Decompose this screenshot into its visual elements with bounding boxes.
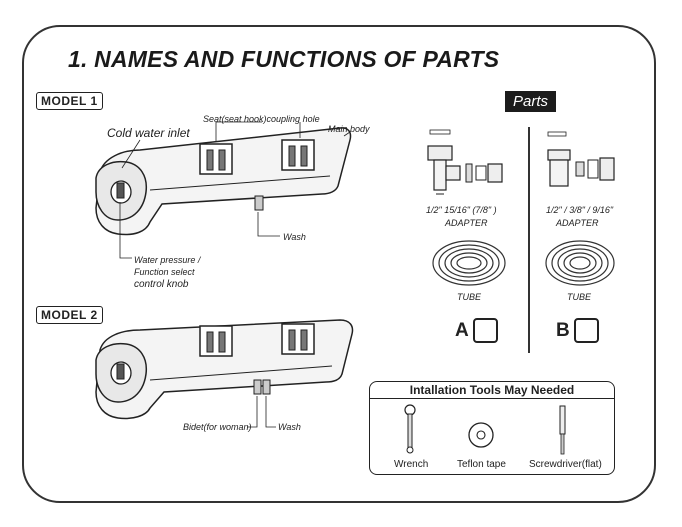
tube-a-label: TUBE [457, 292, 482, 302]
adapter-b-sizes: 1/2" / 3/8" / 9/16" [546, 205, 614, 215]
tools-title: Intallation Tools May Needed [370, 382, 614, 399]
tools-box: Intallation Tools May Needed [369, 381, 615, 475]
adapter-b-label: ADAPTER [556, 218, 599, 228]
parts-divider [528, 127, 530, 353]
tube-b-label: TUBE [567, 292, 592, 302]
knob-label-line3: control knob [134, 279, 189, 290]
tool-screwdriver-label: Screwdriver(flat) [529, 459, 602, 470]
adapter-a-sizes: 1/2" 15/16" (7/8" ) [426, 205, 497, 215]
model-1-tag: MODEL 1 [36, 92, 103, 110]
bidet-label: Bidet(for woman) [183, 422, 252, 432]
seat-hook-label: Seat(seat hook)coupling hole [203, 114, 320, 124]
choice-a-letter: A [455, 319, 469, 341]
tool-teflon-label: Teflon tape [457, 459, 506, 470]
choice-b-checkbox[interactable]: B [556, 318, 599, 343]
tool-wrench-label: Wrench [394, 459, 429, 470]
parts-tag: Parts [505, 91, 557, 112]
knob-label-line2: Function select [134, 267, 195, 277]
wash-label-2: Wash [278, 422, 301, 432]
cold-water-inlet-label: Cold water inlet [107, 126, 190, 140]
page-frame [22, 25, 656, 503]
page-title: 1. NAMES AND FUNCTIONS OF PARTS [68, 46, 500, 72]
main-body-label: Main body [328, 124, 370, 134]
choice-b-box[interactable] [573, 318, 599, 343]
choice-a-checkbox[interactable]: A [455, 318, 498, 343]
wash-label-1: Wash [283, 232, 306, 242]
choice-b-letter: B [556, 319, 570, 341]
knob-label-line1: Water pressure / [134, 255, 201, 265]
model-2-tag: MODEL 2 [36, 306, 103, 324]
adapter-a-label: ADAPTER [445, 218, 488, 228]
choice-a-box[interactable] [472, 318, 498, 343]
